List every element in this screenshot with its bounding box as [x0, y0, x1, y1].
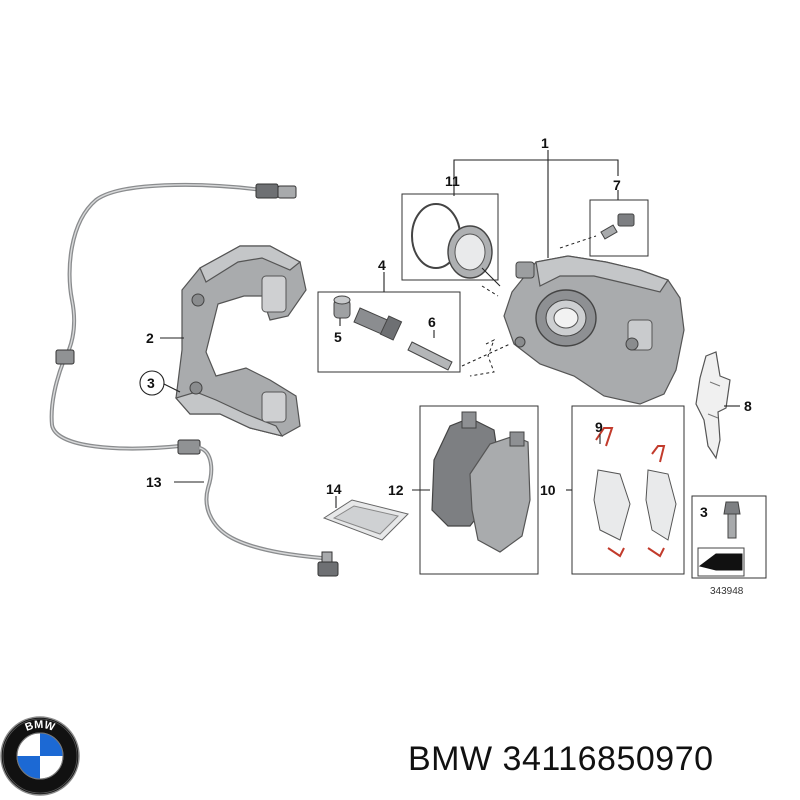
caliper-carrier	[174, 245, 307, 437]
grease-packet-14	[322, 499, 409, 541]
bmw-logo-text: BMW	[24, 719, 57, 734]
callout-4: 4	[378, 257, 386, 273]
callout-3-circled: 3	[147, 375, 155, 391]
callout-12: 12	[388, 482, 404, 498]
callout-7: 7	[613, 177, 621, 193]
box-3-bolt	[691, 495, 767, 579]
callout-numbers: 1 11 7 4 5 6 2 3 8 9 13 12 10 14 3 34394…	[139, 135, 752, 597]
box-11-seal-kit	[401, 193, 501, 287]
callout-6: 6	[428, 314, 436, 330]
bmw-logo: BMW	[0, 716, 80, 796]
wear-sensor-cable-upper	[49, 182, 297, 455]
callout-3-bolt: 3	[700, 504, 708, 520]
callout-2: 2	[146, 330, 154, 346]
callout-9: 9	[595, 419, 603, 435]
callout-11: 11	[445, 173, 460, 189]
callout-1: 1	[541, 135, 549, 151]
assembly-guide-lines	[461, 285, 511, 377]
spring-clip-8	[695, 351, 731, 460]
callout-14: 14	[326, 481, 342, 497]
callout-5: 5	[334, 329, 342, 345]
callout-3-circle	[139, 370, 165, 396]
box-4-guide-bolt-set	[317, 291, 461, 373]
callout-10: 10	[540, 482, 556, 498]
callout-13: 13	[146, 474, 162, 490]
box-12-brake-pad-set	[419, 405, 539, 575]
wear-sensor-13	[198, 446, 339, 577]
leader-lines	[160, 150, 740, 508]
box-7-bleeder-valve	[559, 199, 649, 257]
callout-8: 8	[744, 398, 752, 414]
diagram-reference-number: 343948	[710, 586, 744, 597]
part-number-caption: BMW 34116850970	[408, 740, 714, 778]
box-10-spring-kit	[571, 405, 685, 575]
brake-caliper	[503, 255, 685, 405]
